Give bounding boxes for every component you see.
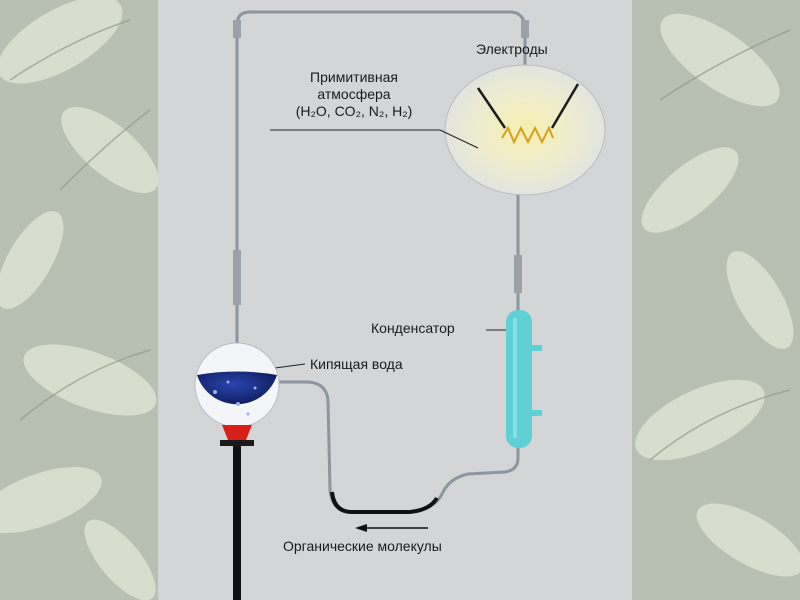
spark-icon: [501, 125, 554, 145]
condenser: [506, 310, 542, 448]
flow-arrow-icon: [355, 524, 428, 532]
electrodes-label: Электроды: [476, 41, 548, 57]
atmosphere-label-line1: Примитивная: [310, 69, 398, 85]
organic-molecules-label: Органические молекулы: [283, 538, 442, 554]
atmosphere-label-line3: (H₂O, CO₂, N₂, H₂): [295, 103, 413, 119]
condenser-label: Конденсатор: [371, 320, 455, 336]
atmosphere-label-line2: атмосфера: [317, 86, 391, 102]
organic-molecules-trap: [330, 491, 439, 514]
right-electrode: [550, 83, 580, 129]
boiling-water-label: Кипящая вода: [310, 356, 403, 372]
boiling-flask: [194, 342, 280, 428]
primitive-atmosphere-label: Примитивная атмосфера (H₂O, CO₂, N₂, H₂): [268, 69, 440, 120]
electrode-chamber: [444, 64, 606, 196]
left-electrode: [476, 87, 507, 129]
tube-joints: [233, 20, 529, 305]
burner: [220, 425, 254, 600]
flame-icon: [222, 425, 252, 440]
label-pointers: [270, 129, 510, 369]
